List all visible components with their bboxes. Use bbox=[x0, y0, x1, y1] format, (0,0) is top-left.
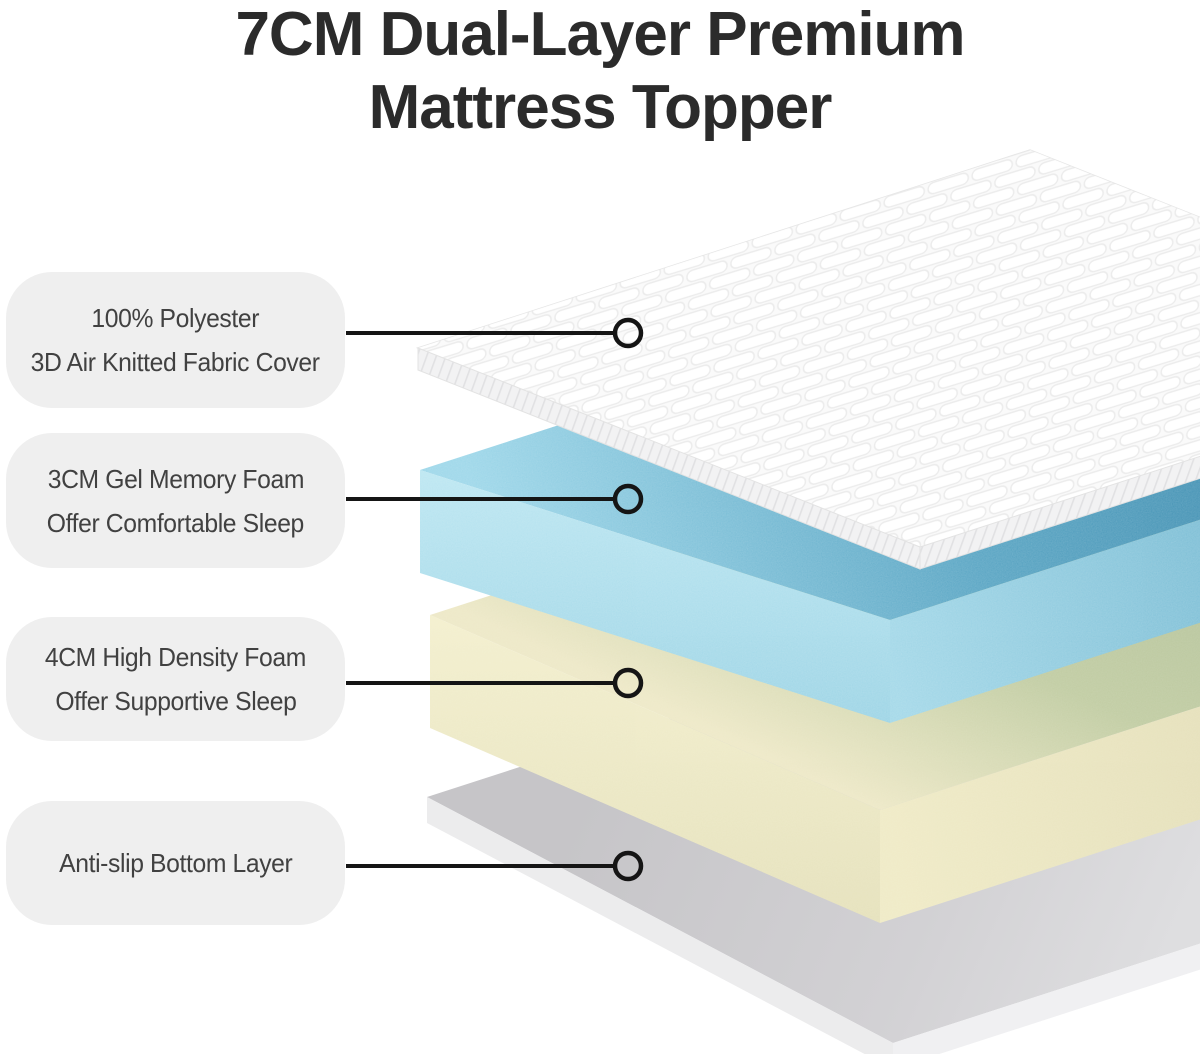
marker-gel-memory-foam bbox=[612, 483, 644, 515]
page-title: 7CM Dual-Layer Premium Mattress Topper bbox=[0, 0, 1200, 144]
callout-leaders bbox=[346, 317, 644, 882]
callout-gel-memory-foam-line-2: Offer Comfortable Sleep bbox=[46, 507, 305, 538]
marker-anti-slip-bottom bbox=[612, 850, 644, 882]
callout-high-density-foam: 4CM High Density Foam Offer Supportive S… bbox=[6, 617, 345, 741]
callout-high-density-foam-line-2: Offer Supportive Sleep bbox=[54, 686, 297, 716]
callout-high-density-foam-line-1: 4CM High Density Foam bbox=[44, 642, 307, 672]
anti-slip-front-right-face bbox=[893, 943, 1200, 1054]
fabric-cover-front-right-edge bbox=[919, 455, 1200, 570]
title-line-2: Mattress Topper bbox=[368, 73, 833, 142]
callout-gel-memory-foam: 3CM Gel Memory Foam Offer Comfortable Sl… bbox=[6, 433, 345, 568]
callout-fabric-cover: 100% Polyester 3D Air Knitted Fabric Cov… bbox=[6, 272, 345, 408]
callout-anti-slip-bottom: Anti-slip Bottom Layer bbox=[6, 801, 345, 925]
fabric-cover-quilt-texture bbox=[418, 150, 1200, 547]
marker-high-density-foam bbox=[612, 667, 644, 699]
marker-fabric-cover bbox=[612, 317, 644, 349]
callout-anti-slip-bottom-line-1: Anti-slip Bottom Layer bbox=[58, 848, 293, 878]
anti-slip-front-left-face bbox=[427, 797, 893, 1054]
title-line-1: 7CM Dual-Layer Premium bbox=[235, 0, 965, 69]
callout-gel-memory-foam-line-1: 3CM Gel Memory Foam bbox=[47, 463, 304, 494]
layer-fabric-cover-graphic bbox=[415, 149, 1200, 570]
callout-fabric-cover-line-2: 3D Air Knitted Fabric Cover bbox=[30, 347, 321, 377]
callout-fabric-cover-line-1: 100% Polyester bbox=[91, 303, 260, 333]
